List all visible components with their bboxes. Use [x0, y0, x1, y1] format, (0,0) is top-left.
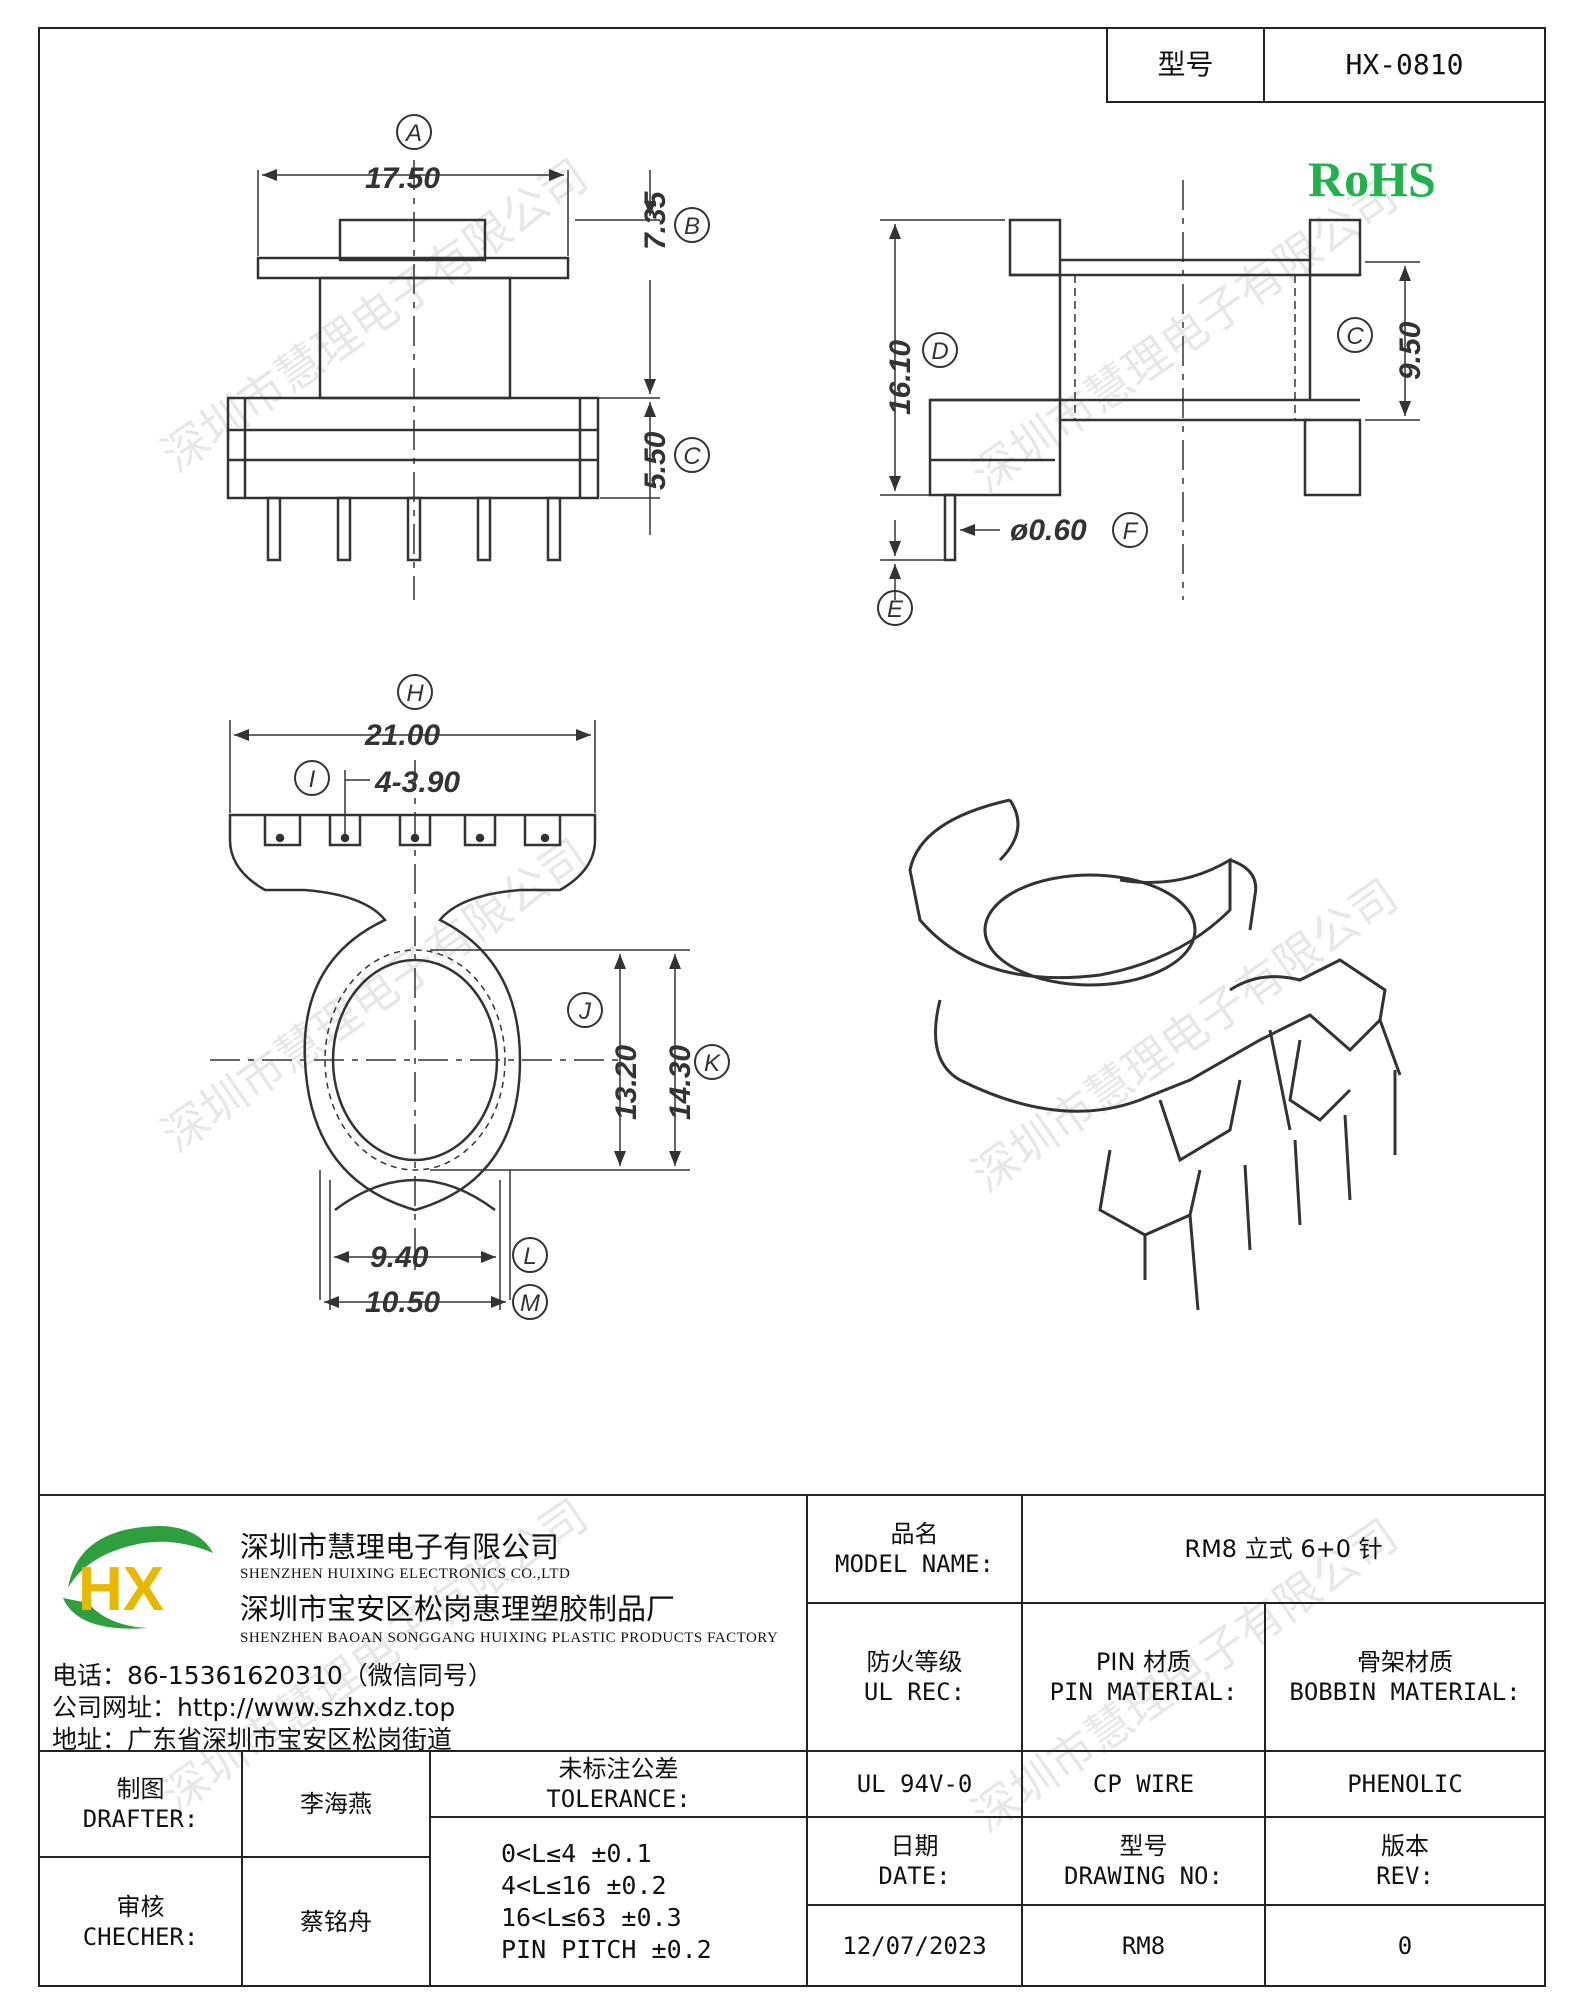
bobbin-material-en: BOBBIN MATERIAL: — [1289, 1678, 1521, 1706]
tolerance-line: 0<L≤4 ±0.1 — [501, 1838, 652, 1868]
technical-drawing: 17.50 7.35 5.50 16.10 9.50 ø0.60 21.00 4… — [210, 114, 1427, 1320]
date-en: DATE: — [878, 1862, 951, 1890]
company-address: 地址：广东省深圳市宝安区松岗街道 — [52, 1725, 453, 1754]
date-value: 12/07/2023 — [806, 1904, 1023, 1987]
top-view — [210, 720, 690, 1310]
drafter-en: DRAFTER: — [82, 1805, 199, 1833]
pin-material-cn: PIN 材质 — [1095, 1648, 1192, 1676]
factory-name-en: SHENZHEN BAOAN SONGGANG HUIXING PLASTIC … — [240, 1630, 779, 1646]
bobbin-material-value: PHENOLIC — [1264, 1750, 1546, 1818]
drawing-no-label: 型号 DRAWING NO: — [1021, 1816, 1266, 1906]
letter-D: D — [931, 338, 948, 365]
tolerance-en: TOLERANCE: — [546, 1785, 691, 1813]
dim-D: 16.10 — [884, 340, 917, 415]
tolerance-line: PIN PITCH ±0.2 — [501, 1934, 712, 1964]
side-view — [880, 180, 1420, 600]
dim-C-side: 9.50 — [1394, 321, 1427, 380]
checker-name: 蔡铭舟 — [241, 1856, 431, 1987]
dim-M: 10.50 — [365, 1286, 440, 1319]
bobbin-material-cn: 骨架材质 — [1357, 1648, 1453, 1676]
rev-value: 0 — [1264, 1904, 1546, 1987]
checker-en: CHECHER: — [82, 1922, 199, 1951]
tolerance-label: 未标注公差 TOLERANCE: — [429, 1750, 808, 1818]
dim-I: 4-3.90 — [374, 766, 460, 799]
company-phone: 电话：86-15361620310（微信同号） — [52, 1661, 493, 1690]
letter-A: A — [404, 120, 422, 147]
letter-K: K — [704, 1050, 721, 1077]
date-label: 日期 DATE: — [806, 1816, 1023, 1906]
dim-H: 21.00 — [364, 719, 440, 752]
checker-label: 审核 CHECHER: — [38, 1856, 243, 1987]
rev-en: REV: — [1376, 1862, 1434, 1890]
ul-rec-cn: 防火等级 — [866, 1648, 963, 1676]
ul-rec-label: 防火等级 UL REC: — [806, 1602, 1023, 1752]
pin-material-value: CP WIRE — [1021, 1750, 1266, 1818]
drafter-label: 制图 DRAFTER: — [38, 1750, 243, 1858]
header-model-value: HX-0810 — [1263, 27, 1546, 103]
model-name-label: 品名 MODEL NAME: — [806, 1494, 1023, 1604]
pin-material-en: PIN MATERIAL: — [1049, 1678, 1238, 1706]
rev-label: 版本 REV: — [1264, 1816, 1546, 1906]
model-name-cn: 品名 — [890, 1520, 939, 1548]
rev-cn: 版本 — [1381, 1832, 1429, 1860]
letter-H: H — [406, 680, 424, 707]
letter-F: F — [1123, 518, 1139, 545]
dim-C-top: 5.50 — [639, 431, 672, 490]
checker-cn: 审核 — [116, 1892, 165, 1921]
letter-L: L — [523, 1243, 536, 1270]
svg-text:HX: HX — [78, 1555, 164, 1624]
dim-B: 7.35 — [639, 190, 672, 250]
letter-M: M — [520, 1290, 540, 1317]
dim-K: 14.30 — [664, 1045, 697, 1120]
letter-B: B — [684, 213, 700, 240]
drawing-no-en: DRAWING NO: — [1064, 1862, 1223, 1890]
dim-J: 13.20 — [610, 1045, 643, 1120]
letter-C: C — [1346, 323, 1364, 350]
drafter-name: 李海燕 — [241, 1750, 431, 1858]
letter-C: C — [683, 443, 701, 470]
model-name-en: MODEL NAME: — [835, 1550, 994, 1578]
front-view — [226, 160, 660, 600]
tolerance-line: 4<L≤16 ±0.2 — [501, 1870, 667, 1900]
company-logo: HX — [63, 1526, 213, 1629]
model-name-value: RM8 立式 6+0 针 — [1021, 1494, 1546, 1604]
letter-E: E — [887, 596, 904, 623]
isometric-view — [908, 798, 1402, 1311]
drafter-cn: 制图 — [116, 1775, 165, 1803]
letter-I: I — [309, 766, 316, 793]
dim-L: 9.40 — [370, 1241, 429, 1274]
ul-value: UL 94V-0 — [806, 1750, 1023, 1818]
tolerance-values: 0<L≤4 ±0.1 4<L≤16 ±0.2 16<L≤63 ±0.3 PIN … — [429, 1816, 808, 1987]
dim-A: 17.50 — [365, 162, 440, 195]
rohs-mark: RoHS — [1308, 151, 1436, 207]
company-name-cn: 深圳市慧理电子有限公司 — [240, 1530, 560, 1564]
tolerance-cn: 未标注公差 — [558, 1755, 679, 1783]
letter-J: J — [578, 998, 592, 1025]
company-name-en: SHENZHEN HUIXING ELECTRONICS CO.,LTD — [240, 1566, 571, 1582]
drawing-no-cn: 型号 — [1119, 1832, 1168, 1860]
bobbin-material-label: 骨架材质 BOBBIN MATERIAL: — [1264, 1602, 1546, 1752]
drawing-no-value: RM8 — [1021, 1904, 1266, 1987]
company-website[interactable]: 公司网址：http://www.szhxdz.top — [52, 1693, 456, 1722]
ul-rec-en: UL REC: — [863, 1678, 966, 1706]
factory-name-cn: 深圳市宝安区松岗惠理塑胶制品厂 — [240, 1592, 676, 1626]
dim-F: ø0.60 — [1010, 514, 1087, 547]
tolerance-line: 16<L≤63 ±0.3 — [501, 1902, 682, 1932]
date-cn: 日期 — [890, 1832, 939, 1860]
pin-material-label: PIN 材质 PIN MATERIAL: — [1021, 1602, 1266, 1752]
